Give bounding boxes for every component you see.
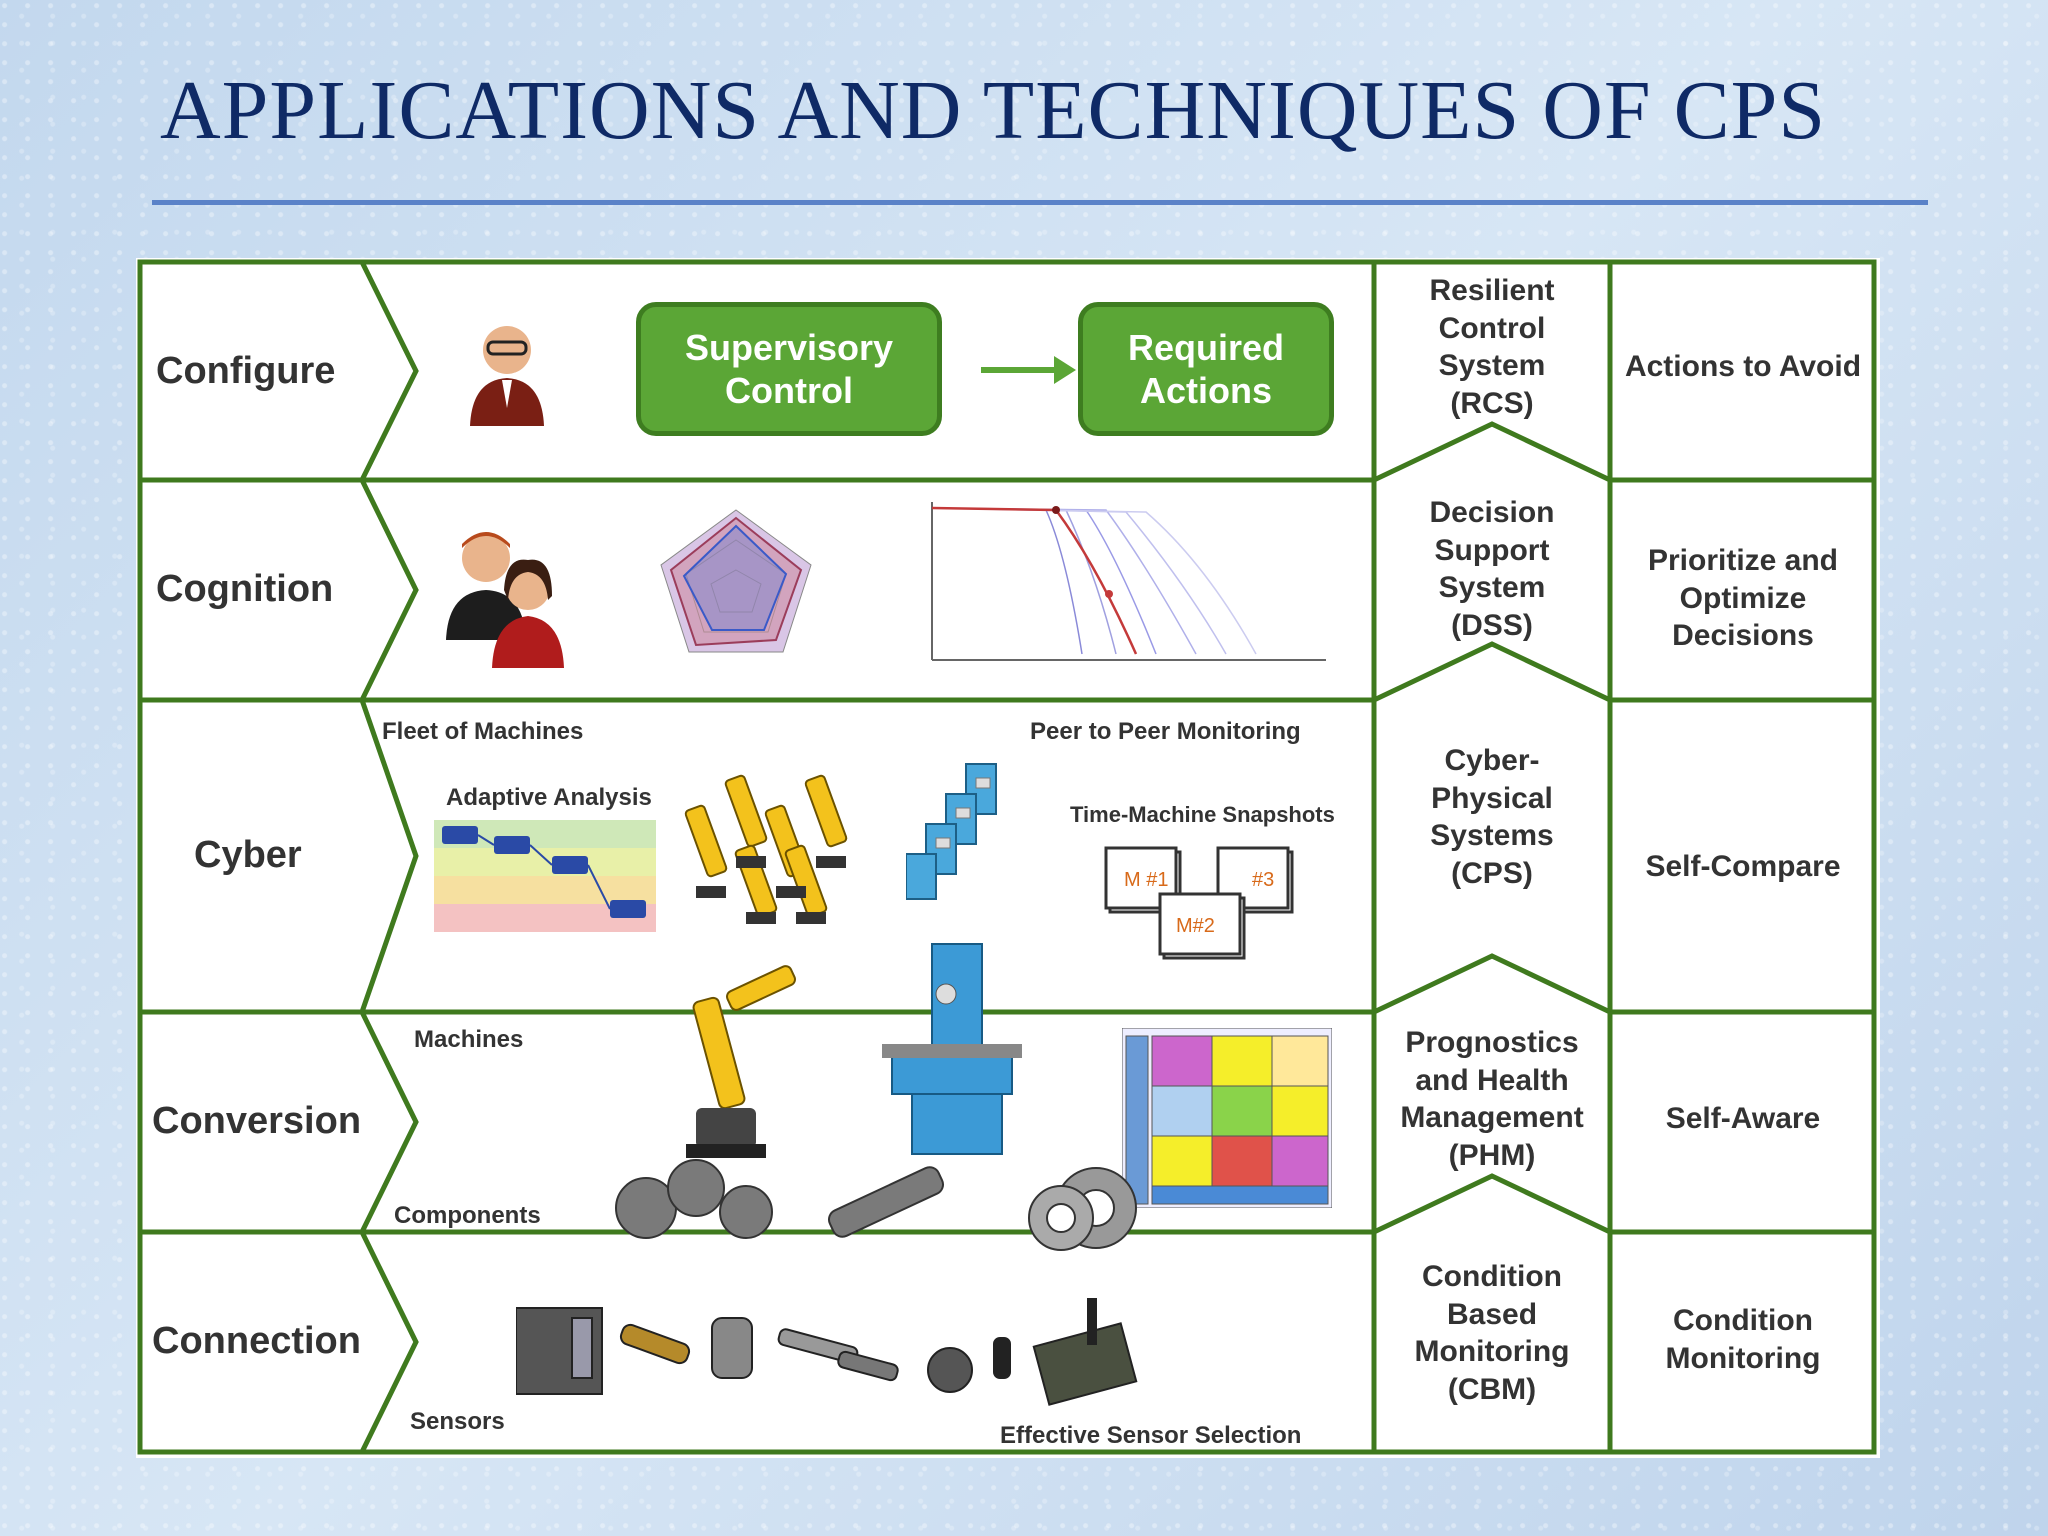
- diagram-grid: [137, 259, 1877, 1455]
- system-dss: Decision Support System (DSS): [1429, 496, 1555, 642]
- sensors-label: Sensors: [410, 1408, 505, 1435]
- row-label-configure: Configure: [156, 350, 336, 392]
- snapshot-2-label: M#2: [1176, 915, 1215, 937]
- components-label: Components: [394, 1202, 541, 1229]
- system-phm: Prognostics and Health Management (PHM): [1400, 1026, 1584, 1172]
- analysts-people-icon: [446, 532, 564, 668]
- cps-diagram: Configure Cognition Cyber Conversion Con…: [136, 258, 1880, 1458]
- robot-arm-fleet-graphic: [684, 774, 848, 924]
- required-actions-box: Required Actions: [1078, 302, 1334, 436]
- fleet-of-machines-label: Fleet of Machines: [382, 718, 584, 745]
- supervisory-control-box: Supervisory Control: [636, 302, 942, 436]
- slide-title: APPLICATIONS AND TECHNIQUES OF CPS: [160, 64, 1827, 157]
- outcome-condition-monitoring: Condition Monitoring: [1665, 1304, 1821, 1375]
- outcome-prioritize: Prioritize and Optimize Decisions: [1647, 544, 1839, 652]
- adaptive-analysis-label: Adaptive Analysis: [446, 784, 652, 811]
- row-label-conversion: Conversion: [152, 1100, 362, 1142]
- radar-chart-graphic: [660, 509, 812, 653]
- outcome-self-aware: Self-Aware: [1665, 1102, 1821, 1135]
- outcome-actions-to-avoid: Actions to Avoid: [1624, 350, 1862, 383]
- milling-machine-graphic: [882, 943, 1022, 1155]
- machines-label: Machines: [414, 1026, 524, 1053]
- supervisor-person-icon: [470, 326, 544, 426]
- snapshot-3-label: #3: [1252, 869, 1274, 891]
- peer-to-peer-label: Peer to Peer Monitoring: [1030, 718, 1301, 745]
- snapshot-1-label: M #1: [1124, 869, 1168, 891]
- system-cps: Cyber- Physical Systems (CPS): [1430, 744, 1554, 890]
- degradation-curves-graphic: [931, 502, 1326, 661]
- robot-arm-graphic: [686, 965, 796, 1158]
- phm-matrix-graphic: [1122, 1028, 1332, 1208]
- components-graphic: [615, 1159, 1137, 1251]
- title-rule: [152, 200, 1928, 205]
- milling-machine-fleet-graphic: [906, 763, 997, 900]
- outcome-self-compare: Self-Compare: [1645, 850, 1841, 883]
- system-cbm: Condition Based Monitoring (CBM): [1414, 1260, 1570, 1406]
- row-label-cognition: Cognition: [156, 568, 334, 610]
- system-rcs: Resilient Control System (RCS): [1429, 274, 1555, 420]
- row-label-cyber: Cyber: [194, 834, 302, 876]
- adaptive-analysis-chart-graphic: [434, 820, 656, 932]
- sensors-graphic: [516, 1298, 1138, 1406]
- snapshots-graphic: M #1 #3 M#2: [1104, 846, 1294, 960]
- effective-sensor-selection-label: Effective Sensor Selection: [1000, 1422, 1302, 1449]
- row-label-connection: Connection: [152, 1320, 361, 1362]
- time-machine-label: Time-Machine Snapshots: [1070, 802, 1335, 827]
